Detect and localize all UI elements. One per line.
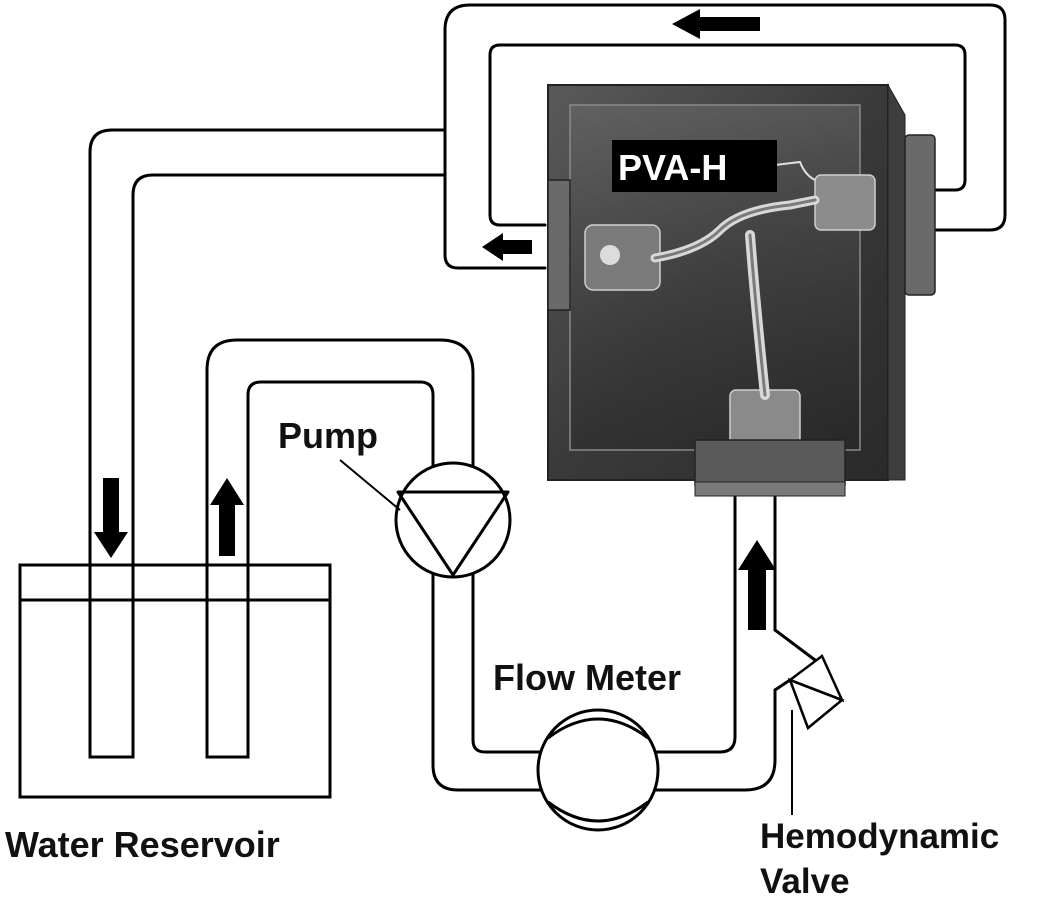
- valve-branch-tube: [773, 628, 817, 692]
- water-reservoir: [18, 563, 332, 799]
- return-tube-outer-bottom: [443, 88, 547, 270]
- flow-arrow-icon: [738, 540, 776, 630]
- hemodynamic-valve-label-line1: Hemodynamic: [760, 817, 999, 856]
- pump-to-meter-tube-inner: [471, 573, 544, 754]
- flow-meter-symbol-icon: [536, 708, 660, 832]
- pump-leader-line: [339, 459, 401, 511]
- flow-arrow-icon: [672, 9, 760, 39]
- pva-h-label: PVA-H: [618, 147, 727, 188]
- return-tube-outer: [443, 3, 1007, 232]
- flow-meter-label: Flow Meter: [493, 657, 681, 698]
- pump-symbol-icon: [394, 461, 512, 579]
- pva-h-label-box: PVA-H: [612, 140, 777, 192]
- hemodynamic-valve-label-line2: Valve: [760, 862, 850, 901]
- flow-arrow-icon: [482, 233, 532, 261]
- return-tube-inner: [488, 43, 967, 192]
- flow-arrow-icon: [210, 478, 244, 556]
- valve-symbol-icon: [787, 654, 845, 731]
- meter-to-chamber-tube-outer: [653, 688, 777, 792]
- flow-arrow-icon: [94, 478, 128, 558]
- pump-to-meter-tube: [431, 573, 542, 792]
- water-reservoir-label: Water Reservoir: [5, 824, 280, 865]
- return-tube-inner-bottom: [488, 188, 547, 227]
- pump-supply-tube-inner: [246, 380, 435, 759]
- pump-label: Pump: [278, 415, 378, 456]
- pump-supply-tube: [205, 338, 475, 759]
- meter-to-chamber-tube: [654, 493, 737, 754]
